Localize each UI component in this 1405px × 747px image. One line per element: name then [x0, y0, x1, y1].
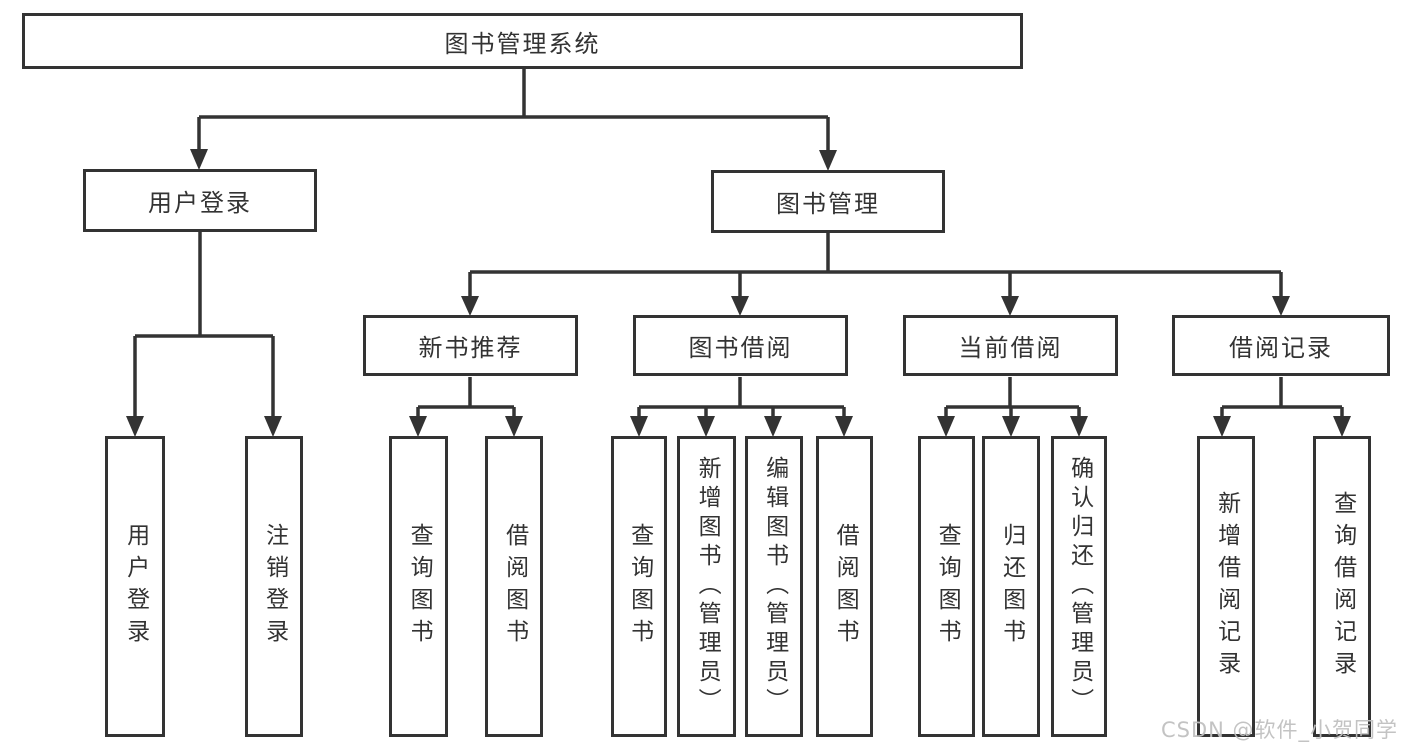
- node-new-book-recommend: 新书推荐: [363, 315, 578, 376]
- node-book-borrowing: 图书借阅: [633, 315, 848, 376]
- leaf-borrow-books-borrowing: 借阅图书: [816, 436, 873, 737]
- node-book-management: 图书管理: [711, 170, 945, 233]
- leaf-borrow-books-recommend: 借阅图书: [485, 436, 543, 737]
- leaf-query-borrow-record-label: 查询借阅记录: [1329, 490, 1356, 683]
- leaf-borrow-books-borrowing-label: 借阅图书: [832, 522, 859, 651]
- leaf-query-books-recommend-label: 查询图书: [406, 522, 433, 651]
- node-root-label: 图书管理系统: [444, 29, 601, 58]
- leaf-add-borrow-record-label: 新增借阅记录: [1213, 490, 1240, 683]
- leaf-logout-label: 注销登录: [261, 522, 288, 651]
- leaf-query-books-current-label: 查询图书: [934, 522, 961, 651]
- node-current-borrowing: 当前借阅: [903, 315, 1118, 376]
- leaf-query-books-recommend: 查询图书: [389, 436, 448, 737]
- csdn-watermark: CSDN @软件_小贺同学: [1161, 718, 1399, 742]
- leaf-return-books: 归还图书: [982, 436, 1040, 737]
- leaf-confirm-return-admin-label: 确认归还（管理员）: [1066, 456, 1093, 717]
- leaf-add-borrow-record: 新增借阅记录: [1197, 436, 1255, 737]
- leaf-query-books-current: 查询图书: [918, 436, 975, 737]
- node-new-book-recommend-label: 新书推荐: [418, 334, 523, 362]
- leaf-confirm-return-admin: 确认归还（管理员）: [1051, 436, 1107, 737]
- leaf-edit-book-admin-label: 编辑图书（管理员）: [761, 456, 788, 717]
- leaf-borrow-books-recommend-label: 借阅图书: [501, 522, 528, 651]
- leaf-return-books-label: 归还图书: [998, 522, 1025, 651]
- leaf-logout: 注销登录: [245, 436, 303, 737]
- leaf-add-book-admin: 新增图书（管理员）: [677, 436, 736, 737]
- leaf-query-books-borrowing-label: 查询图书: [626, 522, 653, 651]
- leaf-user-login-label: 用户登录: [122, 522, 149, 651]
- node-book-borrowing-label: 图书借阅: [688, 334, 793, 362]
- leaf-user-login: 用户登录: [105, 436, 165, 737]
- node-root: 图书管理系统: [22, 13, 1023, 69]
- node-user-login-label: 用户登录: [148, 189, 252, 217]
- node-current-borrowing-label: 当前借阅: [958, 334, 1063, 362]
- leaf-add-book-admin-label: 新增图书（管理员）: [694, 456, 721, 717]
- node-book-management-label: 图书管理: [776, 190, 880, 218]
- leaf-edit-book-admin: 编辑图书（管理员）: [745, 436, 803, 737]
- node-user-login: 用户登录: [83, 169, 317, 232]
- arrowheads: [126, 149, 1351, 437]
- connector-paths: [133, 69, 1344, 420]
- node-borrowing-records: 借阅记录: [1172, 315, 1390, 376]
- leaf-query-books-borrowing: 查询图书: [611, 436, 667, 737]
- leaf-query-borrow-record: 查询借阅记录: [1313, 436, 1371, 737]
- node-borrowing-records-label: 借阅记录: [1229, 334, 1333, 362]
